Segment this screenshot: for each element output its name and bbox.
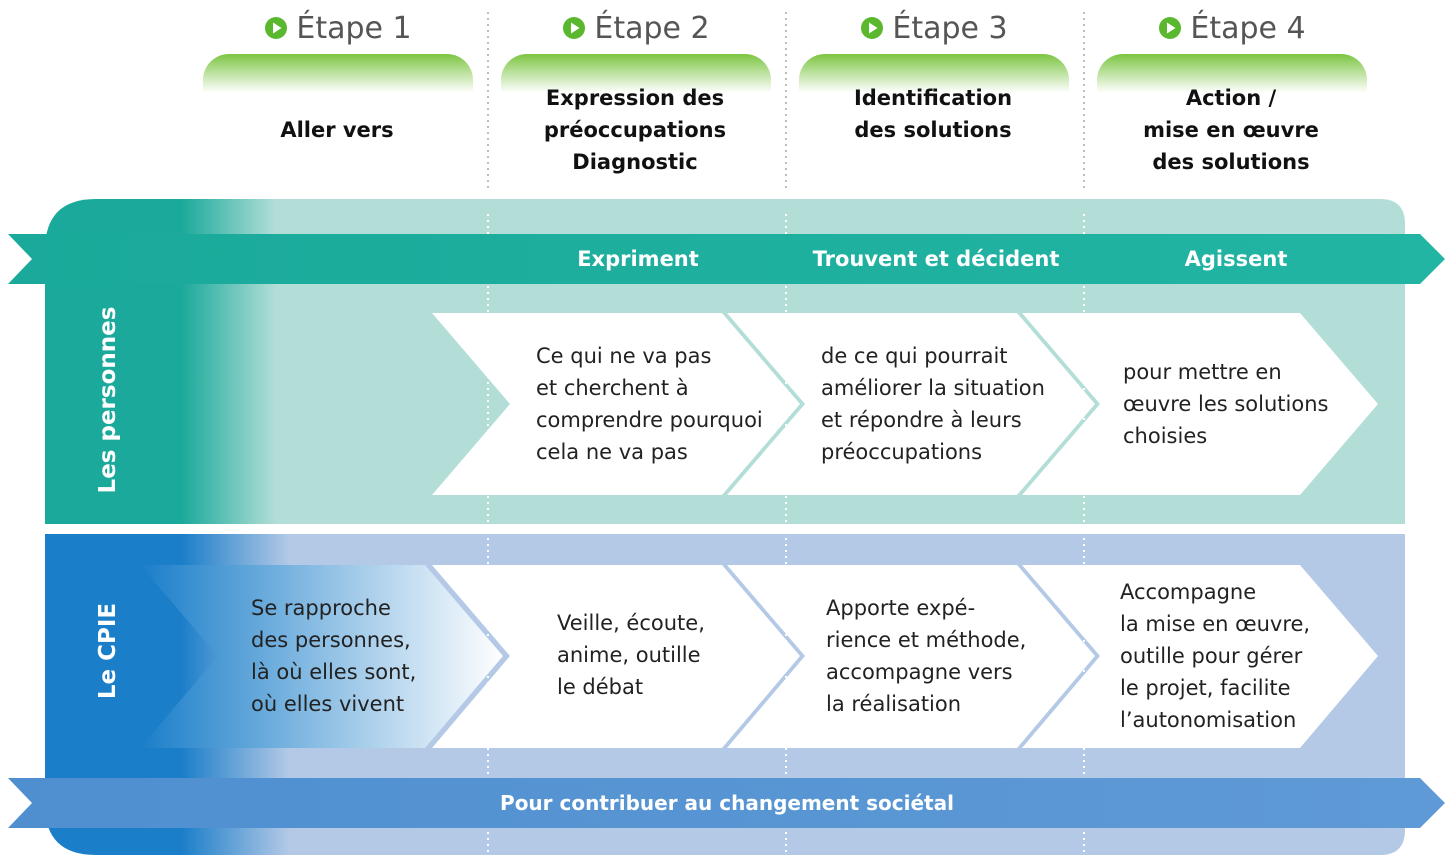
step-3-label: Identification des solutions [853,86,1013,142]
cpie-box-1-text: Se rapproche des personnes, là où elles … [251,596,417,716]
cpie-box-2-text: Veille, écoute, anime, outille le débat [557,611,705,699]
verb-expriment: Expriment [577,247,699,271]
bottom-band [8,778,1445,828]
step-1-title: Étape 1 [203,8,473,48]
verb-agissent: Agissent [1184,247,1288,271]
step-4-label: Action / mise en œuvre des solutions [1143,86,1319,174]
personnes-chevrons [432,313,1378,495]
personnes-box-3-text: de ce qui pourrait améliorer la situatio… [821,344,1045,464]
panel-separators [487,214,1085,856]
play-circle-icon [563,17,586,39]
cpie-box-3-text: Apporte expé- rience et méthode, accompa… [826,596,1027,716]
step-2-label: Expression des préoccupations Diagnostic [543,86,727,174]
cpie-chevrons [140,565,1378,748]
step-3-title: Étape 3 [799,8,1069,48]
bottom-banner-label: Pour contribuer au changement sociétal [500,791,954,815]
personnes-box-2-text: Ce qui ne va pas et cherchent à comprend… [536,344,763,464]
step-2-title: Étape 2 [501,8,771,48]
step-1-label: Aller vers [280,118,394,142]
row-label-personnes: Les personnes [95,306,121,494]
play-circle-icon [1159,17,1182,39]
play-circle-icon [861,17,884,39]
verb-trouvent-et-decident: Trouvent et décident [812,247,1060,271]
personnes-band [8,234,1445,284]
step-4-title: Étape 4 [1097,8,1367,48]
row-label-cpie: Le CPIE [95,602,121,700]
personnes-box-4-text: pour mettre en œuvre les solutions chois… [1123,360,1329,448]
play-circle-icon [265,17,288,39]
cpie-box-4-text: Accompagne la mise en œuvre, outille pou… [1120,580,1311,732]
step-tabs [203,54,1367,124]
